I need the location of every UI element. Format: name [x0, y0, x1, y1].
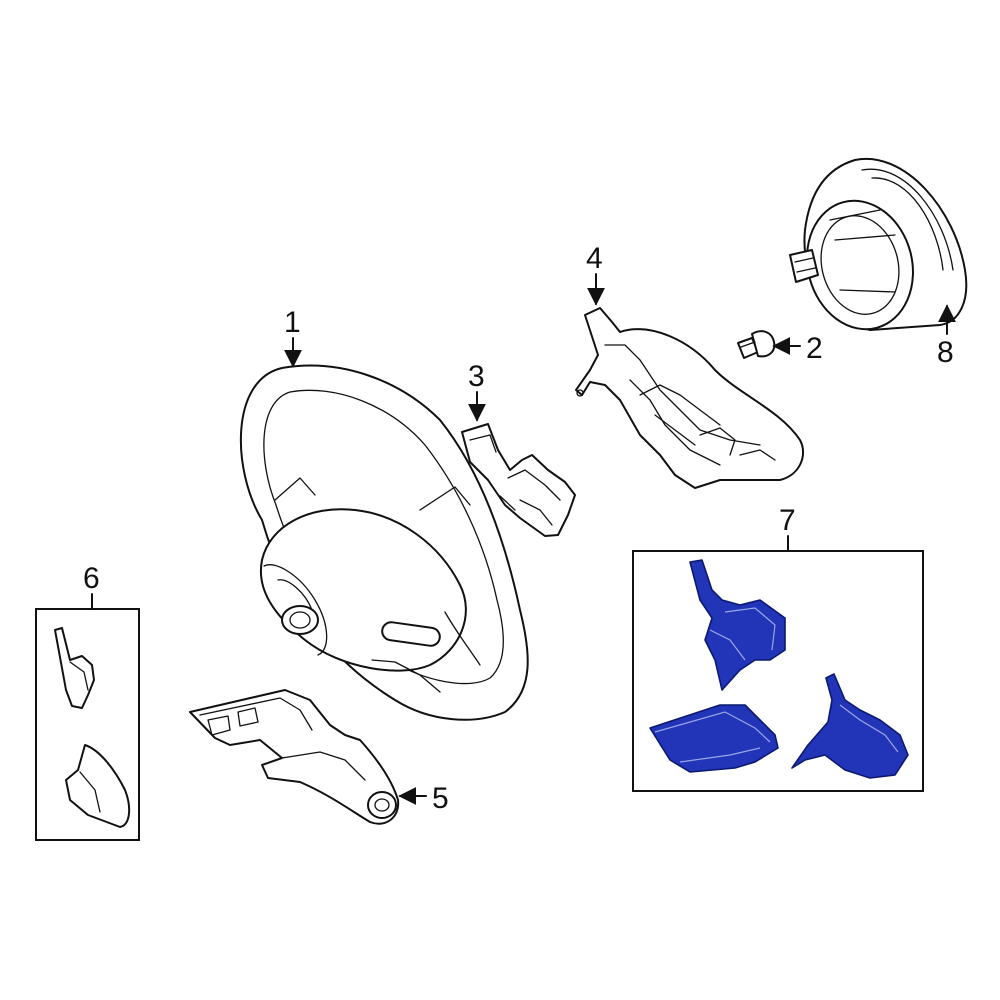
callout-1: 1 — [284, 306, 302, 368]
callout-label-7: 7 — [779, 504, 796, 537]
steering-wheel[interactable] — [239, 364, 529, 721]
callout-label-3: 3 — [468, 360, 485, 393]
paddle-box — [35, 608, 140, 841]
paddle-group[interactable] — [35, 608, 140, 841]
switch-kit-box — [632, 550, 924, 792]
callout-label-6: 6 — [83, 562, 100, 595]
callout-label-8: 8 — [937, 336, 954, 369]
callout-2: 2 — [772, 332, 823, 365]
small-bracket[interactable] — [461, 423, 576, 537]
callout-8: 8 — [937, 304, 956, 369]
lower-cover[interactable] — [575, 307, 805, 489]
callout-3: 3 — [468, 360, 486, 422]
switch-kit-group[interactable] — [632, 550, 924, 792]
callout-4: 4 — [586, 242, 605, 306]
callout-5: 5 — [398, 782, 449, 815]
trim-cover[interactable] — [189, 689, 400, 825]
callout-label-1: 1 — [284, 306, 301, 339]
callout-6: 6 — [83, 562, 100, 610]
clockspring[interactable] — [789, 157, 968, 341]
callout-label-2: 2 — [806, 332, 823, 365]
mounting-screw[interactable] — [737, 330, 776, 359]
callout-label-5: 5 — [432, 782, 449, 815]
callout-label-4: 4 — [586, 242, 603, 275]
callout-7: 7 — [779, 504, 796, 552]
